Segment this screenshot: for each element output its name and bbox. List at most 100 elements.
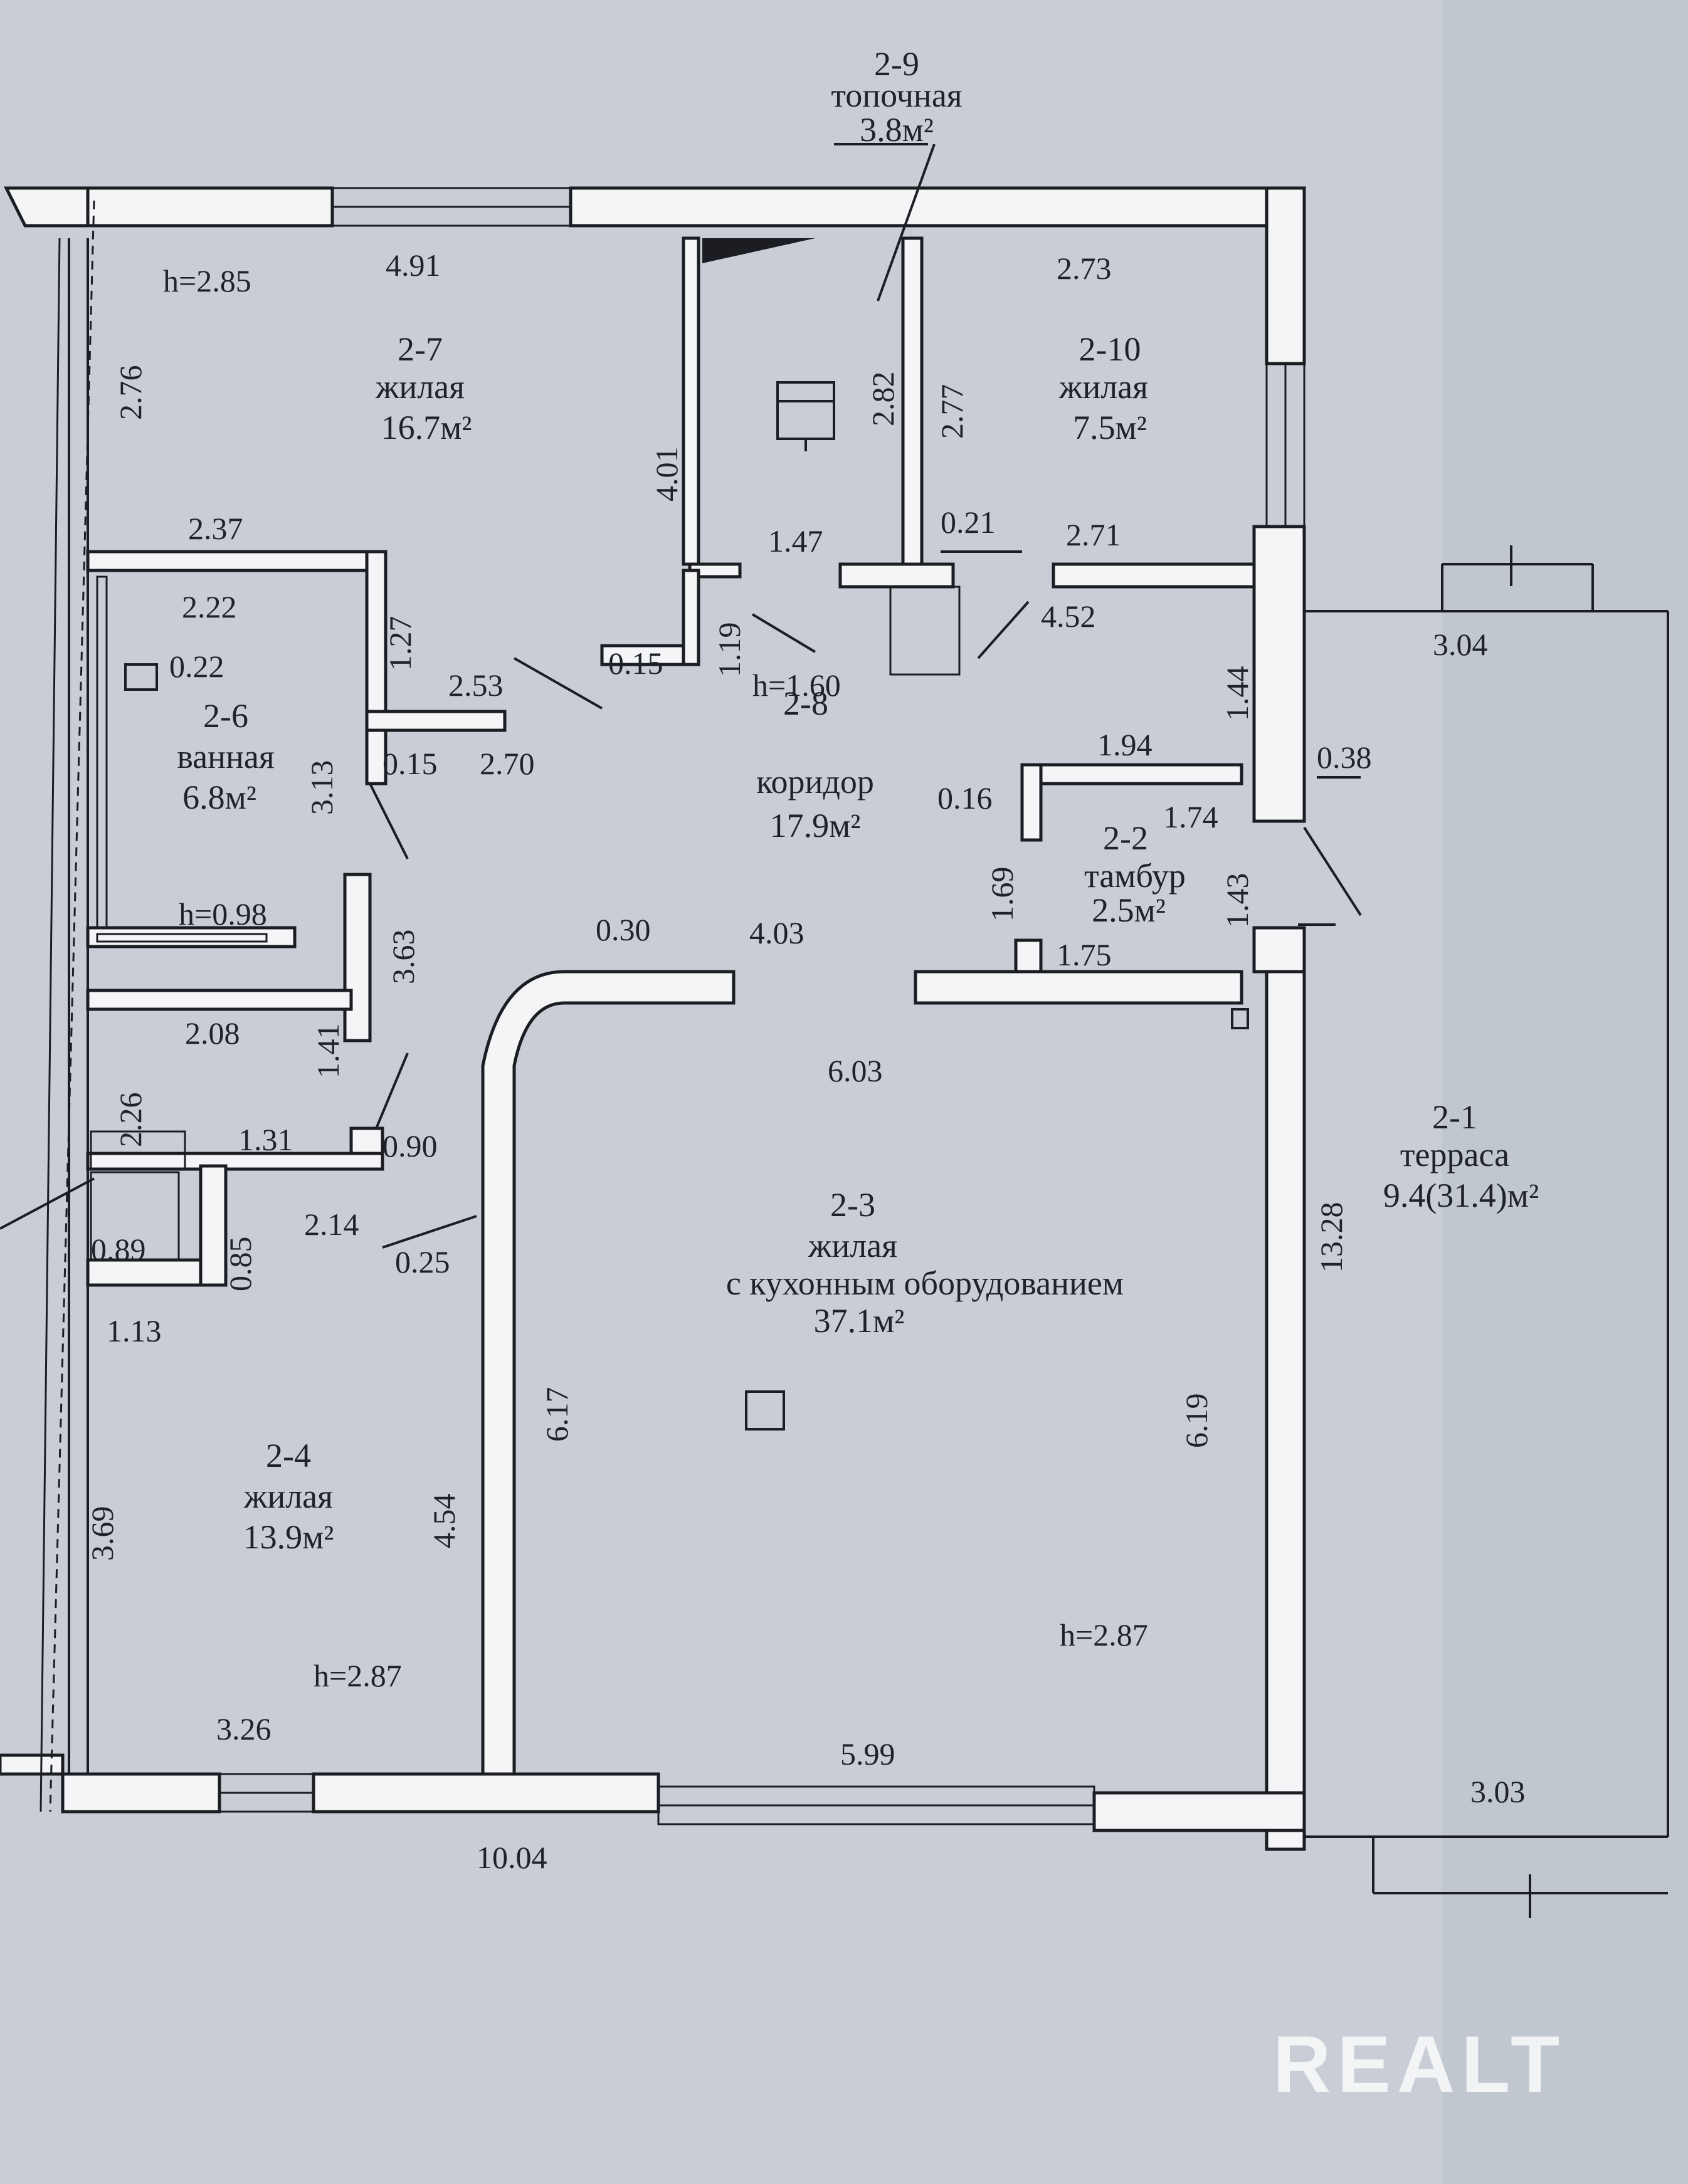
svg-text:h=2.87: h=2.87: [314, 1658, 402, 1693]
svg-text:4.01: 4.01: [649, 447, 684, 502]
svg-text:1.27: 1.27: [382, 616, 418, 671]
svg-text:2.71: 2.71: [1066, 517, 1121, 552]
svg-text:17.9м²: 17.9м²: [770, 807, 861, 844]
svg-text:1.13: 1.13: [107, 1313, 162, 1348]
svg-text:3.63: 3.63: [386, 930, 421, 985]
room-2-4-label: 2-4 жилая 13.9м²: [243, 1437, 334, 1556]
svg-text:0.38: 0.38: [1317, 740, 1372, 775]
svg-text:2.5м²: 2.5м²: [1092, 891, 1166, 929]
svg-text:6.19: 6.19: [1179, 1394, 1214, 1449]
svg-text:жилая: жилая: [243, 1478, 333, 1515]
svg-text:жилая: жилая: [808, 1227, 897, 1264]
realt-watermark-logo: REALT: [1273, 2020, 1566, 2109]
svg-text:3.69: 3.69: [85, 1506, 120, 1562]
svg-text:2-9: 2-9: [874, 45, 919, 83]
svg-text:1.75: 1.75: [1057, 937, 1112, 972]
svg-text:2-4: 2-4: [266, 1437, 311, 1474]
svg-text:жилая: жилая: [375, 368, 465, 406]
room-2-1-label: 2-1 терраса 9.4(31.4)м²: [1383, 1098, 1539, 1214]
svg-text:5.99: 5.99: [840, 1736, 895, 1772]
dimensions-horizontal: 4.91 2.73 1.47 0.21 2.71 2.37 2.22 0.22 …: [91, 248, 1526, 1875]
svg-text:тамбур: тамбур: [1084, 857, 1186, 895]
room-2-6-label: 2-6 ванная 6.8м²: [177, 697, 274, 816]
svg-text:0.22: 0.22: [169, 649, 224, 684]
room-2-9-label: 2-9 топочная 3.8м²: [831, 45, 962, 149]
svg-text:0.90: 0.90: [382, 1128, 438, 1163]
svg-text:6.8м²: 6.8м²: [182, 779, 256, 816]
svg-text:h=2.85: h=2.85: [163, 263, 251, 298]
svg-text:ванная: ванная: [177, 738, 274, 775]
svg-text:13.28: 13.28: [1314, 1202, 1349, 1273]
svg-text:1.44: 1.44: [1220, 666, 1255, 722]
svg-text:0.15: 0.15: [382, 746, 438, 781]
svg-text:топочная: топочная: [831, 76, 962, 114]
fixtures: [124, 381, 961, 1431]
svg-text:h=1.60: h=1.60: [752, 668, 841, 703]
svg-text:0.89: 0.89: [91, 1232, 146, 1267]
svg-text:7.5м²: 7.5м²: [1073, 409, 1147, 446]
svg-text:1.94: 1.94: [1097, 727, 1153, 762]
svg-text:2.08: 2.08: [185, 1016, 240, 1051]
svg-text:13.9м²: 13.9м²: [243, 1518, 334, 1556]
svg-text:1.43: 1.43: [1220, 873, 1255, 928]
svg-text:жилая: жилая: [1058, 368, 1148, 406]
svg-text:4.91: 4.91: [386, 248, 441, 283]
dimensions-vertical: 2.76 4.01 2.82 2.77 1.27 1.19 1.44 3.13 …: [85, 365, 1349, 1562]
svg-text:4.54: 4.54: [426, 1494, 462, 1549]
room-2-8-label: 2-8 коридор 17.9м²: [756, 685, 874, 844]
svg-text:коридор: коридор: [756, 763, 874, 801]
svg-text:3.26: 3.26: [216, 1711, 272, 1746]
svg-text:3.8м²: 3.8м²: [860, 111, 934, 149]
svg-text:0.16: 0.16: [937, 780, 993, 816]
svg-text:2.22: 2.22: [182, 589, 237, 624]
svg-text:1.41: 1.41: [310, 1024, 346, 1079]
svg-text:2-7: 2-7: [398, 330, 443, 368]
svg-text:2.82: 2.82: [865, 372, 900, 427]
room-2-2-label: 2-2 тамбур 2.5м²: [1084, 819, 1186, 929]
svg-text:2-6: 2-6: [203, 697, 248, 735]
svg-text:терраса: терраса: [1400, 1136, 1509, 1173]
svg-text:2.77: 2.77: [934, 384, 969, 439]
svg-text:6.03: 6.03: [828, 1053, 883, 1088]
svg-text:2-8: 2-8: [783, 685, 828, 722]
svg-text:0.21: 0.21: [941, 505, 996, 540]
svg-text:3.03: 3.03: [1470, 1774, 1526, 1809]
svg-text:2-1: 2-1: [1432, 1098, 1477, 1136]
svg-text:4.52: 4.52: [1041, 599, 1096, 634]
svg-text:h=0.98: h=0.98: [179, 896, 267, 932]
svg-text:1.74: 1.74: [1163, 799, 1218, 834]
leader-lines: [0, 143, 1362, 1249]
svg-text:2-2: 2-2: [1103, 819, 1148, 857]
svg-text:37.1м²: 37.1м²: [814, 1302, 905, 1340]
svg-text:2.14: 2.14: [304, 1207, 359, 1242]
svg-text:2-10: 2-10: [1079, 330, 1141, 368]
svg-text:1.69: 1.69: [984, 867, 1020, 922]
chimney-marker: [702, 238, 815, 263]
svg-text:1.47: 1.47: [768, 523, 823, 559]
terrace-outline: [1298, 545, 1669, 1918]
svg-text:3.13: 3.13: [304, 760, 339, 816]
svg-text:2.26: 2.26: [113, 1093, 148, 1148]
svg-text:0.15: 0.15: [608, 646, 663, 681]
svg-text:с кухонным оборудованием: с кухонным оборудованием: [726, 1264, 1124, 1302]
svg-text:2.70: 2.70: [480, 746, 535, 781]
svg-text:3.04: 3.04: [1433, 627, 1488, 662]
svg-text:9.4(31.4)м²: 9.4(31.4)м²: [1383, 1177, 1539, 1214]
room-2-7-label: 2-7 жилая 16.7м²: [375, 330, 472, 446]
interior-walls: [86, 236, 1306, 1776]
svg-text:2.76: 2.76: [113, 365, 148, 421]
svg-text:10.04: 10.04: [477, 1840, 547, 1875]
svg-text:1.31: 1.31: [238, 1122, 293, 1157]
svg-text:h=2.87: h=2.87: [1060, 1617, 1148, 1652]
svg-text:2.37: 2.37: [188, 511, 243, 546]
svg-text:2.73: 2.73: [1057, 251, 1112, 286]
svg-text:1.19: 1.19: [712, 622, 747, 678]
svg-text:2.53: 2.53: [448, 668, 504, 703]
ceiling-heights: h=2.85 h=1.60 h=0.98 h=2.87 h=2.87: [163, 263, 1148, 1693]
svg-text:4.03: 4.03: [749, 915, 804, 950]
svg-text:2-3: 2-3: [830, 1186, 875, 1224]
svg-text:0.30: 0.30: [596, 912, 651, 947]
paper-shadow-right: [1442, 0, 1688, 2184]
